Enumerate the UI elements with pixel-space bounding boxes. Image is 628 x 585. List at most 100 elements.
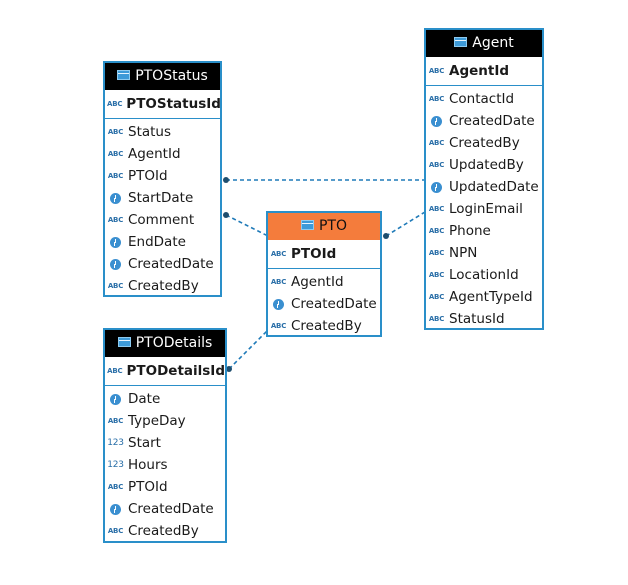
link-pto-agent xyxy=(385,211,426,237)
column-row[interactable]: CreatedDate xyxy=(268,293,380,315)
clock-type-icon xyxy=(110,393,121,405)
column-row[interactable]: ABC LocationId xyxy=(426,264,542,286)
column-name: CreatedDate xyxy=(291,296,377,312)
column-row[interactable]: ABC ContactId xyxy=(426,88,542,110)
column-row[interactable]: ABC TypeDay xyxy=(105,410,225,432)
column-row[interactable]: ABC AgentTypeId xyxy=(426,286,542,308)
column-row[interactable]: 123 Start xyxy=(105,432,225,454)
column-row[interactable]: 123 Hours xyxy=(105,454,225,476)
column-row[interactable]: CreatedDate xyxy=(105,498,225,520)
text-type-icon: ABC xyxy=(107,367,123,375)
table-icon xyxy=(454,37,468,47)
column-name: EndDate xyxy=(128,234,186,250)
table-icon xyxy=(117,337,131,347)
column-row[interactable]: CreatedDate xyxy=(105,253,220,275)
column-name: Start xyxy=(128,435,161,451)
entity-header[interactable]: PTODetails xyxy=(105,330,225,357)
column-row[interactable]: EndDate xyxy=(105,231,220,253)
column-row[interactable]: ABC CreatedBy xyxy=(426,132,542,154)
text-type-icon: ABC xyxy=(428,95,445,103)
column-name: ContactId xyxy=(449,91,515,107)
table-icon xyxy=(300,220,314,230)
column-name: StatusId xyxy=(449,311,505,327)
column-name: CreatedDate xyxy=(128,501,214,517)
column-name: AgentTypeId xyxy=(449,289,533,305)
column-name: CreatedBy xyxy=(128,523,199,539)
text-type-icon: ABC xyxy=(428,205,445,213)
entity-title: Agent xyxy=(472,35,514,51)
column-name: CreatedDate xyxy=(449,113,535,129)
column-name: AgentId xyxy=(128,146,181,162)
column-name: LocationId xyxy=(449,267,519,283)
column-row[interactable]: StartDate xyxy=(105,187,220,209)
text-type-icon: ABC xyxy=(107,216,124,224)
link-end-dot xyxy=(226,366,232,372)
text-type-icon: ABC xyxy=(428,271,445,279)
text-type-icon: ABC xyxy=(107,128,124,136)
numeric-type-icon: 123 xyxy=(107,438,124,448)
column-name: CreatedBy xyxy=(449,135,520,151)
column-row[interactable]: CreatedDate xyxy=(426,110,542,132)
column-name: CreatedBy xyxy=(128,278,199,294)
column-name: PTODetailsId xyxy=(126,363,225,379)
link-end-dot xyxy=(223,212,229,218)
text-type-icon: ABC xyxy=(107,483,124,491)
column-name: StartDate xyxy=(128,190,194,206)
column-name: PTOId xyxy=(128,168,168,184)
column-row[interactable]: Date xyxy=(105,388,225,410)
column-name: Date xyxy=(128,391,161,407)
entity-title: PTOStatus xyxy=(135,68,208,84)
text-type-icon: ABC xyxy=(428,249,445,257)
entity-header[interactable]: PTOStatus xyxy=(105,63,220,90)
entity-header[interactable]: PTO xyxy=(268,213,380,240)
primary-key-row[interactable]: ABC AgentId xyxy=(426,57,542,85)
column-name: TypeDay xyxy=(128,413,186,429)
column-row[interactable]: ABC CreatedBy xyxy=(105,275,220,297)
text-type-icon: ABC xyxy=(428,139,445,147)
column-name: Phone xyxy=(449,223,491,239)
link-end-dot xyxy=(223,177,229,183)
text-type-icon: ABC xyxy=(107,282,124,290)
column-row[interactable]: ABC PTOId xyxy=(105,165,220,187)
column-name: UpdatedBy xyxy=(449,157,524,173)
column-row[interactable]: ABC AgentId xyxy=(105,143,220,165)
text-type-icon: ABC xyxy=(428,67,445,75)
primary-key-section: ABC AgentId xyxy=(426,57,542,86)
column-row[interactable]: UpdatedDate xyxy=(426,176,542,198)
numeric-type-icon: 123 xyxy=(107,460,124,470)
clock-type-icon xyxy=(110,503,121,515)
text-type-icon: ABC xyxy=(428,293,445,301)
column-name: AgentId xyxy=(449,63,510,79)
text-type-icon: ABC xyxy=(107,417,124,425)
text-type-icon: ABC xyxy=(107,150,124,158)
column-name: Hours xyxy=(128,457,168,473)
text-type-icon: ABC xyxy=(107,172,124,180)
clock-type-icon xyxy=(110,236,121,248)
entity-header[interactable]: Agent xyxy=(426,30,542,57)
column-name: CreatedBy xyxy=(291,318,362,334)
clock-type-icon xyxy=(273,298,284,310)
